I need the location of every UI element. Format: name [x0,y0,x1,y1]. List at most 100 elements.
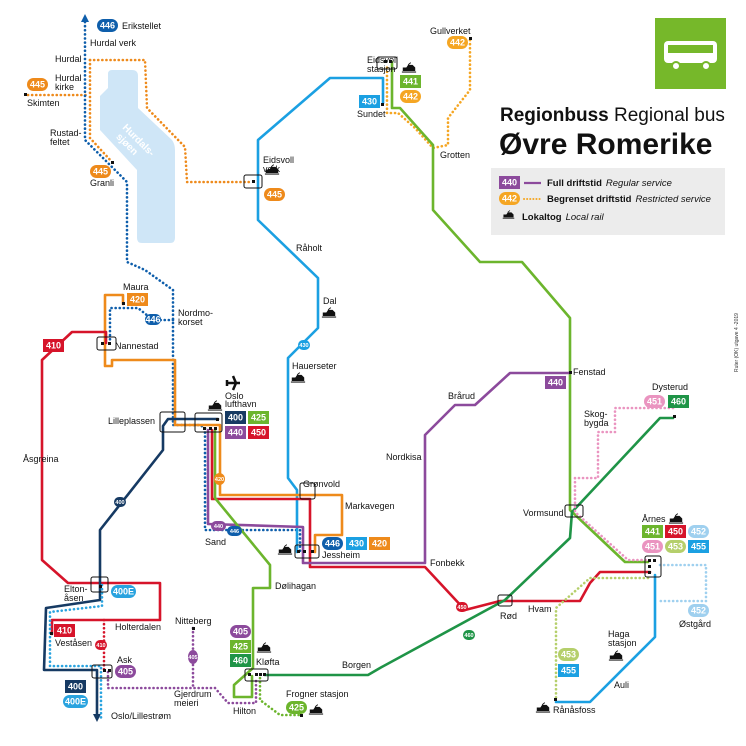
route-badge[interactable]: 440 [545,376,566,389]
station-ranasfoss[interactable]: Rånåsfoss [553,705,596,715]
route-441-line[interactable] [390,60,650,564]
station-nordkisa[interactable]: Nordkisa [386,452,422,462]
route-badge[interactable]: 445 [27,78,48,91]
station-hilton[interactable]: Hilton [233,706,256,716]
station-grotten[interactable]: Grotten [440,150,470,160]
station-frogner[interactable]: Frogner stasjon [286,689,349,699]
station-eltonasen[interactable]: Elton-åsen [64,584,88,603]
route-badge[interactable]: 446 [145,314,161,325]
route-badge[interactable]: 446 [97,19,118,32]
route-badge[interactable]: 400 [225,411,246,424]
station-sand[interactable]: Sand [205,537,226,547]
route-badge[interactable]: 420 [127,293,148,306]
route-badge[interactable]: 410 [54,624,75,637]
route-badge[interactable]: 400E [63,695,88,708]
route-451-line[interactable] [573,406,675,562]
route-badge[interactable]: 450 [665,525,686,538]
station-maura[interactable]: Maura [123,282,149,292]
route-badge[interactable]: 455 [558,664,579,677]
station-ask[interactable]: Ask [117,655,133,665]
route-badge[interactable]: 446 [322,537,343,550]
route-badge[interactable]: 441 [642,525,663,538]
route-badge[interactable]: 420 [369,537,390,550]
station-holterdalen[interactable]: Holterdalen [115,622,161,632]
route-badge[interactable]: 451 [644,395,665,408]
station-markavegen[interactable]: Markavegen [345,501,395,511]
route-446-line[interactable] [108,306,175,345]
route-badge[interactable]: 451 [642,540,663,553]
station-nordmokorset[interactable]: Nordmo-korset [178,308,213,327]
station-granli[interactable]: Granli [90,178,114,188]
route-446-line[interactable] [83,20,302,554]
route-badge[interactable]: 450 [248,426,269,439]
route-badge[interactable]: 441 [400,75,421,88]
station-asgreina[interactable]: Åsgreina [23,454,59,464]
route-445-line[interactable] [88,58,252,184]
route-badge[interactable]: 425 [286,701,307,714]
station-skogbygda[interactable]: Skog-bygda [584,409,609,428]
route-badge[interactable]: 430 [346,537,367,550]
station-oslo-lillestrom[interactable]: Oslo/Lillestrøm [111,711,171,721]
station-nitteberg[interactable]: Nitteberg [175,616,212,626]
route-badge[interactable]: 425 [248,411,269,424]
station-erikstellet[interactable]: Erikstellet [122,21,162,31]
route-badge[interactable]: 400E [111,585,136,598]
route-badge[interactable]: 442 [447,36,468,49]
route-badge[interactable]: 453 [558,648,579,661]
route-badge[interactable]: 410 [43,339,64,352]
station-nannestad[interactable]: Nannestad [115,341,159,351]
station-borgen[interactable]: Borgen [342,660,371,670]
route-453-line[interactable] [554,576,650,702]
route-452-line[interactable] [656,563,708,603]
route-badge[interactable]: 460 [230,654,251,667]
route-425-line[interactable] [213,428,272,699]
station-vormsund[interactable]: Vormsund [523,508,564,518]
station-arnes[interactable]: Årnes [642,514,666,524]
station-jessheim[interactable]: Jessheim [322,550,360,560]
station-dal[interactable]: Dal [323,296,337,306]
station-gullverket[interactable]: Gullverket [430,26,471,36]
route-badge[interactable]: 460 [668,395,689,408]
station-hvam[interactable]: Hvam [528,604,552,614]
station-auli[interactable]: Auli [614,680,629,690]
station-sundet[interactable]: Sundet [357,109,386,119]
station-hurdal[interactable]: Hurdal [55,54,82,64]
station-rod[interactable]: Rød [500,611,517,621]
route-400-line[interactable] [42,417,220,716]
route-400E-line[interactable] [48,583,104,720]
route-badge[interactable]: 440 [225,426,246,439]
station-raholt[interactable]: Råholt [296,243,323,253]
station-skimten[interactable]: Skimten [27,98,60,108]
station-hurdal-verk[interactable]: Hurdal verk [90,38,137,48]
route-460-line[interactable] [263,416,675,677]
station-hauerseter[interactable]: Hauerseter [292,361,337,371]
route-442-line[interactable] [385,38,472,150]
station-fonbekk[interactable]: Fonbekk [430,558,465,568]
route-badge[interactable]: 452 [688,525,709,538]
route-badge[interactable]: 425 [230,640,251,653]
route-430-line[interactable] [256,76,385,554]
route-badge[interactable]: 455 [688,540,709,553]
route-badge[interactable]: 400 [65,680,86,693]
station-ostgard[interactable]: Østgård [679,619,711,629]
station-fenstad[interactable]: Fenstad [573,367,606,377]
route-badge[interactable]: 445 [90,165,111,178]
station-klofta[interactable]: Kløfta [256,657,280,667]
route-badge[interactable]: 453 [665,540,686,553]
route-badge[interactable]: 445 [264,188,285,201]
route-405-line[interactable] [106,670,258,705]
station-dolihagan[interactable]: Dølihagan [275,581,316,591]
route-445-line[interactable] [88,58,114,164]
station-vestasen[interactable]: Veståsen [55,638,92,648]
station-lilleplassen[interactable]: Lilleplassen [108,416,155,426]
route-420-line[interactable] [103,293,344,554]
station-dysterud[interactable]: Dysterud [652,382,688,392]
route-badge[interactable]: 442 [400,90,421,103]
route-badge[interactable]: 430 [359,95,380,108]
